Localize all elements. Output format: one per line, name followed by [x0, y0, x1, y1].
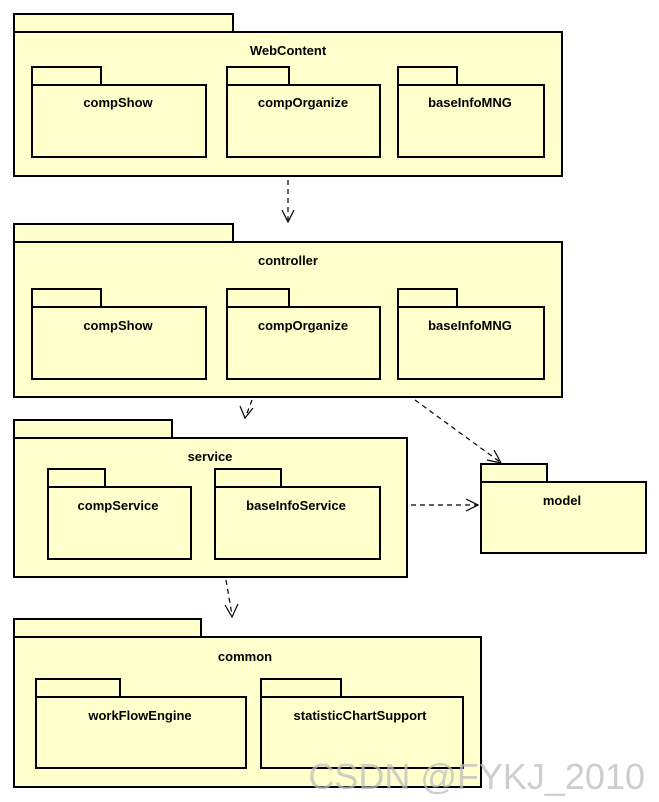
package-webcontent-label: WebContent	[250, 43, 327, 58]
dependency-service-common	[224, 579, 239, 619]
subpackage-controller-compshow: compShow	[31, 288, 207, 380]
package-model: model	[480, 463, 647, 554]
package-controller: controller compShow compOrganize baseInf…	[13, 223, 563, 398]
package-common-label: common	[218, 649, 272, 664]
subpackage-label: compService	[78, 498, 159, 513]
subpackage-webcontent-baseinfomng: baseInfoMNG	[397, 66, 545, 158]
subpackage-label: baseInfoMNG	[428, 318, 512, 333]
subpackage-label: statisticChartSupport	[294, 708, 428, 723]
package-service: service compService baseInfoService	[13, 419, 408, 578]
subpackage-label: compShow	[83, 318, 153, 333]
subpackage-controller-comporganize: compOrganize	[226, 288, 381, 380]
package-webcontent: WebContent compShow compOrganize baseInf…	[13, 13, 563, 177]
subpackage-controller-baseinfomng: baseInfoMNG	[397, 288, 545, 380]
subpackage-webcontent-compshow: compShow	[31, 66, 207, 158]
subpackage-common-workflowengine: workFlowEngine	[35, 678, 247, 769]
package-common: common workFlowEngine statisticChartSupp…	[13, 618, 482, 788]
subpackage-webcontent-comporganize: compOrganize	[226, 66, 381, 158]
subpackage-service-baseinfoservice: baseInfoService	[214, 468, 381, 560]
dependency-controller-model	[414, 399, 503, 464]
subpackage-label: compOrganize	[258, 318, 348, 333]
subpackage-label: compOrganize	[258, 95, 348, 110]
watermark-text: CSDN @FYKJ_2010	[308, 756, 645, 797]
subpackage-label: compShow	[83, 95, 153, 110]
package-model-label: model	[543, 493, 581, 508]
package-service-label: service	[188, 449, 233, 464]
subpackage-service-compservice: compService	[47, 468, 192, 560]
dependency-service-model	[411, 498, 480, 512]
subpackage-common-statisticchartsupport: statisticChartSupport	[260, 678, 464, 769]
dependency-webcontent-controller	[281, 180, 295, 224]
dependency-controller-service	[239, 399, 254, 420]
subpackage-label: workFlowEngine	[87, 708, 191, 723]
subpackage-label: baseInfoService	[246, 498, 346, 513]
subpackage-label: baseInfoMNG	[428, 95, 512, 110]
package-controller-label: controller	[258, 253, 318, 268]
